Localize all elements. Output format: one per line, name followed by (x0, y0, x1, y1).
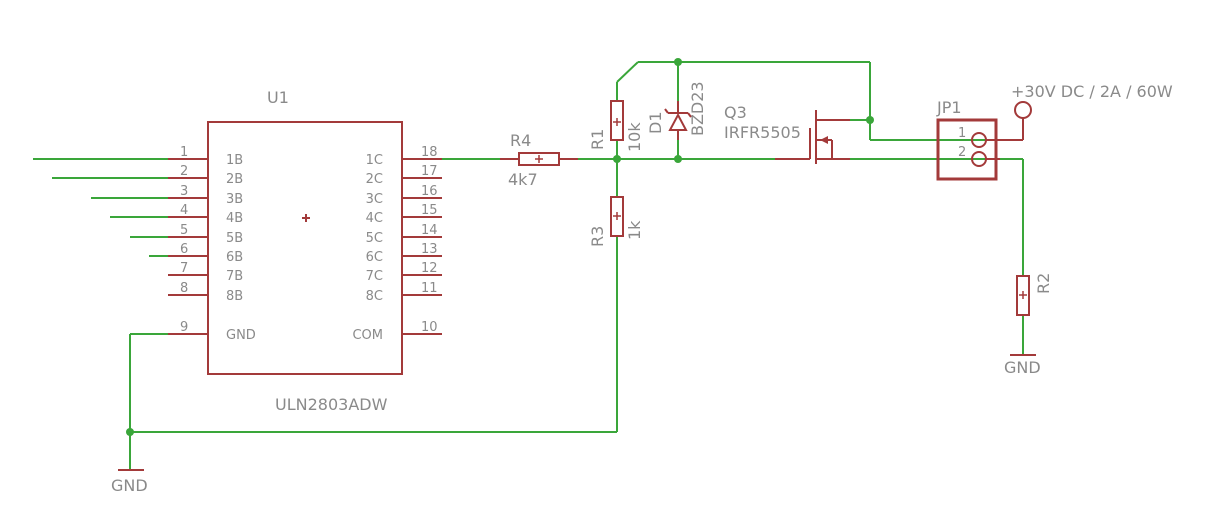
junction-top-d1 (674, 58, 682, 66)
u1-right-pin-stubs (402, 158, 442, 335)
u1-pin-num-11: 11 (421, 281, 438, 296)
u1-pin-name-3: 3B (226, 192, 243, 207)
u1-pin-name-18: 1C (366, 153, 383, 168)
u1-pin-num-16: 16 (421, 184, 438, 199)
u1-pin-name-2: 2B (226, 172, 243, 187)
u1-pin-num-6: 6 (180, 242, 188, 257)
u1-pin-num-7: 7 (180, 261, 188, 276)
gnd-right-label: GND (1004, 358, 1041, 377)
u1-pin-name-8: 8B (226, 289, 243, 304)
u1-pin-name-10: COM (352, 328, 383, 343)
supply-top-net (616, 58, 1000, 141)
r1-value: 10k (625, 122, 644, 152)
u1-pin-name-12: 7C (366, 269, 383, 284)
u1-pin-num-2: 2 (180, 164, 188, 179)
u1-pin-name-13: 6C (366, 250, 383, 265)
mosfet-q3: Q3 IRFR5505 (724, 103, 850, 164)
d1-ref: D1 (646, 112, 665, 135)
u1-pin-num-15: 15 (421, 203, 438, 218)
resistor-r3: R3 1k (588, 196, 644, 247)
u1-value: ULN2803ADW (275, 395, 388, 414)
u1-pin-num-8: 8 (180, 281, 188, 296)
d1-value: BZD23 (688, 81, 707, 136)
q3-value: IRFR5505 (724, 123, 801, 142)
u1-ref: U1 (267, 88, 289, 107)
u1-pin-num-14: 14 (421, 223, 438, 238)
supply-label: +30V DC / 2A / 60W (1011, 82, 1173, 101)
load-net (850, 158, 1024, 355)
u1-pin-name-11: 8C (366, 289, 383, 304)
r3-ref: R3 (588, 226, 607, 247)
u1-pin-num-4: 4 (180, 203, 188, 218)
zener-d1: D1 BZD23 (646, 81, 707, 140)
u1-pin-num-18: 18 (421, 145, 438, 160)
u1-chip: U1 ULN2803ADW 1 2 3 (168, 88, 442, 414)
u1-body (207, 121, 403, 375)
u1-pin-num-5: 5 (180, 223, 188, 238)
gnd-net-left (126, 333, 617, 470)
u1-pin-num-13: 13 (421, 242, 438, 257)
gnd-left-label: GND (111, 476, 148, 495)
u1-pin-name-6: 6B (226, 250, 243, 265)
gate-drive-net (442, 140, 775, 432)
connector-jp1: 1 2 JP1 (936, 98, 1000, 181)
u1-pin-num-1: 1 (180, 145, 188, 160)
gnd-symbol-right: GND (1004, 354, 1041, 377)
u1-pin-name-1: 1B (226, 153, 243, 168)
u1-pin-num-12: 12 (421, 261, 438, 276)
jp1-pin1-label: 1 (958, 126, 966, 141)
r1-ref: R1 (588, 129, 607, 150)
q3-ref: Q3 (724, 103, 747, 122)
u1-pin-num-10: 10 (421, 320, 438, 335)
u1-pin-name-17: 2C (366, 172, 383, 187)
r4-value: 4k7 (508, 170, 538, 189)
r4-ref: R4 (510, 131, 531, 150)
supply-terminal: +30V DC / 2A / 60W (1000, 82, 1173, 141)
u1-pin-num-3: 3 (180, 184, 188, 199)
junction-gnd-left (126, 428, 134, 436)
jp1-ref: JP1 (936, 98, 962, 117)
u1-pin-name-4: 4B (226, 211, 243, 226)
r2-ref: R2 (1034, 273, 1053, 294)
gnd-symbol-left: GND (111, 469, 148, 495)
u1-pin-name-9: GND (226, 328, 256, 343)
u1-pin-name-5: 5B (226, 231, 243, 246)
u1-pin-name-16: 3C (366, 192, 383, 207)
u1-pin-name-15: 4C (366, 211, 383, 226)
u1-pin-num-17: 17 (421, 164, 438, 179)
u1-pin-name-14: 5C (366, 231, 383, 246)
u1-left-pin-stubs (168, 158, 208, 335)
resistor-r4: R4 4k7 (500, 131, 578, 189)
u1-pin-num-9: 9 (180, 320, 188, 335)
resistor-r1: R1 10k (588, 100, 644, 152)
r3-value: 1k (625, 220, 644, 240)
jp1-pin2-label: 2 (958, 145, 966, 160)
resistor-r2: R2 (1016, 273, 1053, 316)
u1-pin-name-7: 7B (226, 269, 243, 284)
input-wires (33, 158, 168, 257)
